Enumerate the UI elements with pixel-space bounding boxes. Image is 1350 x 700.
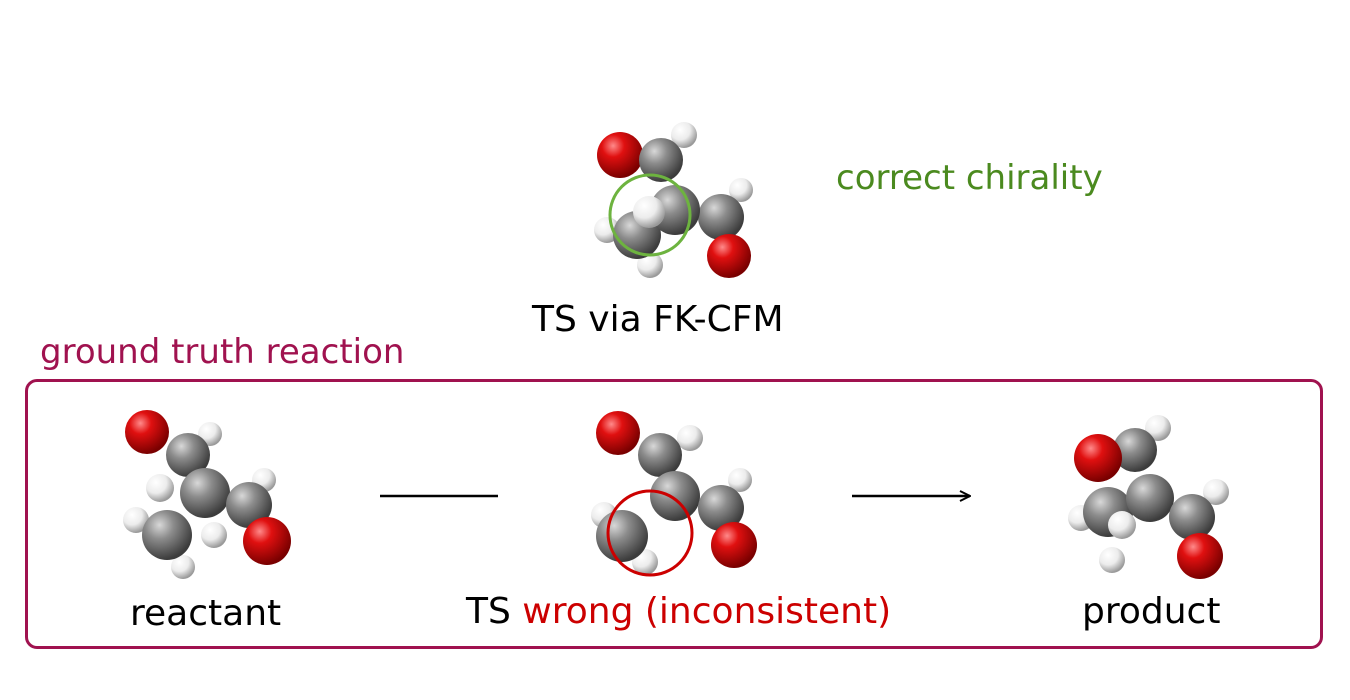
ts-fkcfm-label: TS via FK-CFM (532, 299, 784, 340)
correct-chirality-marker (608, 173, 692, 257)
product-molecule (1068, 415, 1229, 579)
ground-truth-box (25, 379, 1323, 649)
ts-prefix: TS (466, 591, 511, 632)
ts-label: TS wrong (inconsistent) (466, 594, 891, 630)
ts-fkcfm-molecule (594, 122, 753, 278)
ts-status: wrong (inconsistent) (522, 591, 892, 632)
wrong-chirality-marker (606, 489, 694, 577)
ts-wrong-molecule (591, 411, 757, 577)
reactant-label: reactant (130, 593, 282, 634)
reactant-molecule (123, 410, 291, 579)
correct-chirality-note: correct chirality (836, 158, 1103, 198)
product-label: product (1082, 591, 1221, 632)
ground-truth-title: ground truth reaction (40, 332, 405, 372)
